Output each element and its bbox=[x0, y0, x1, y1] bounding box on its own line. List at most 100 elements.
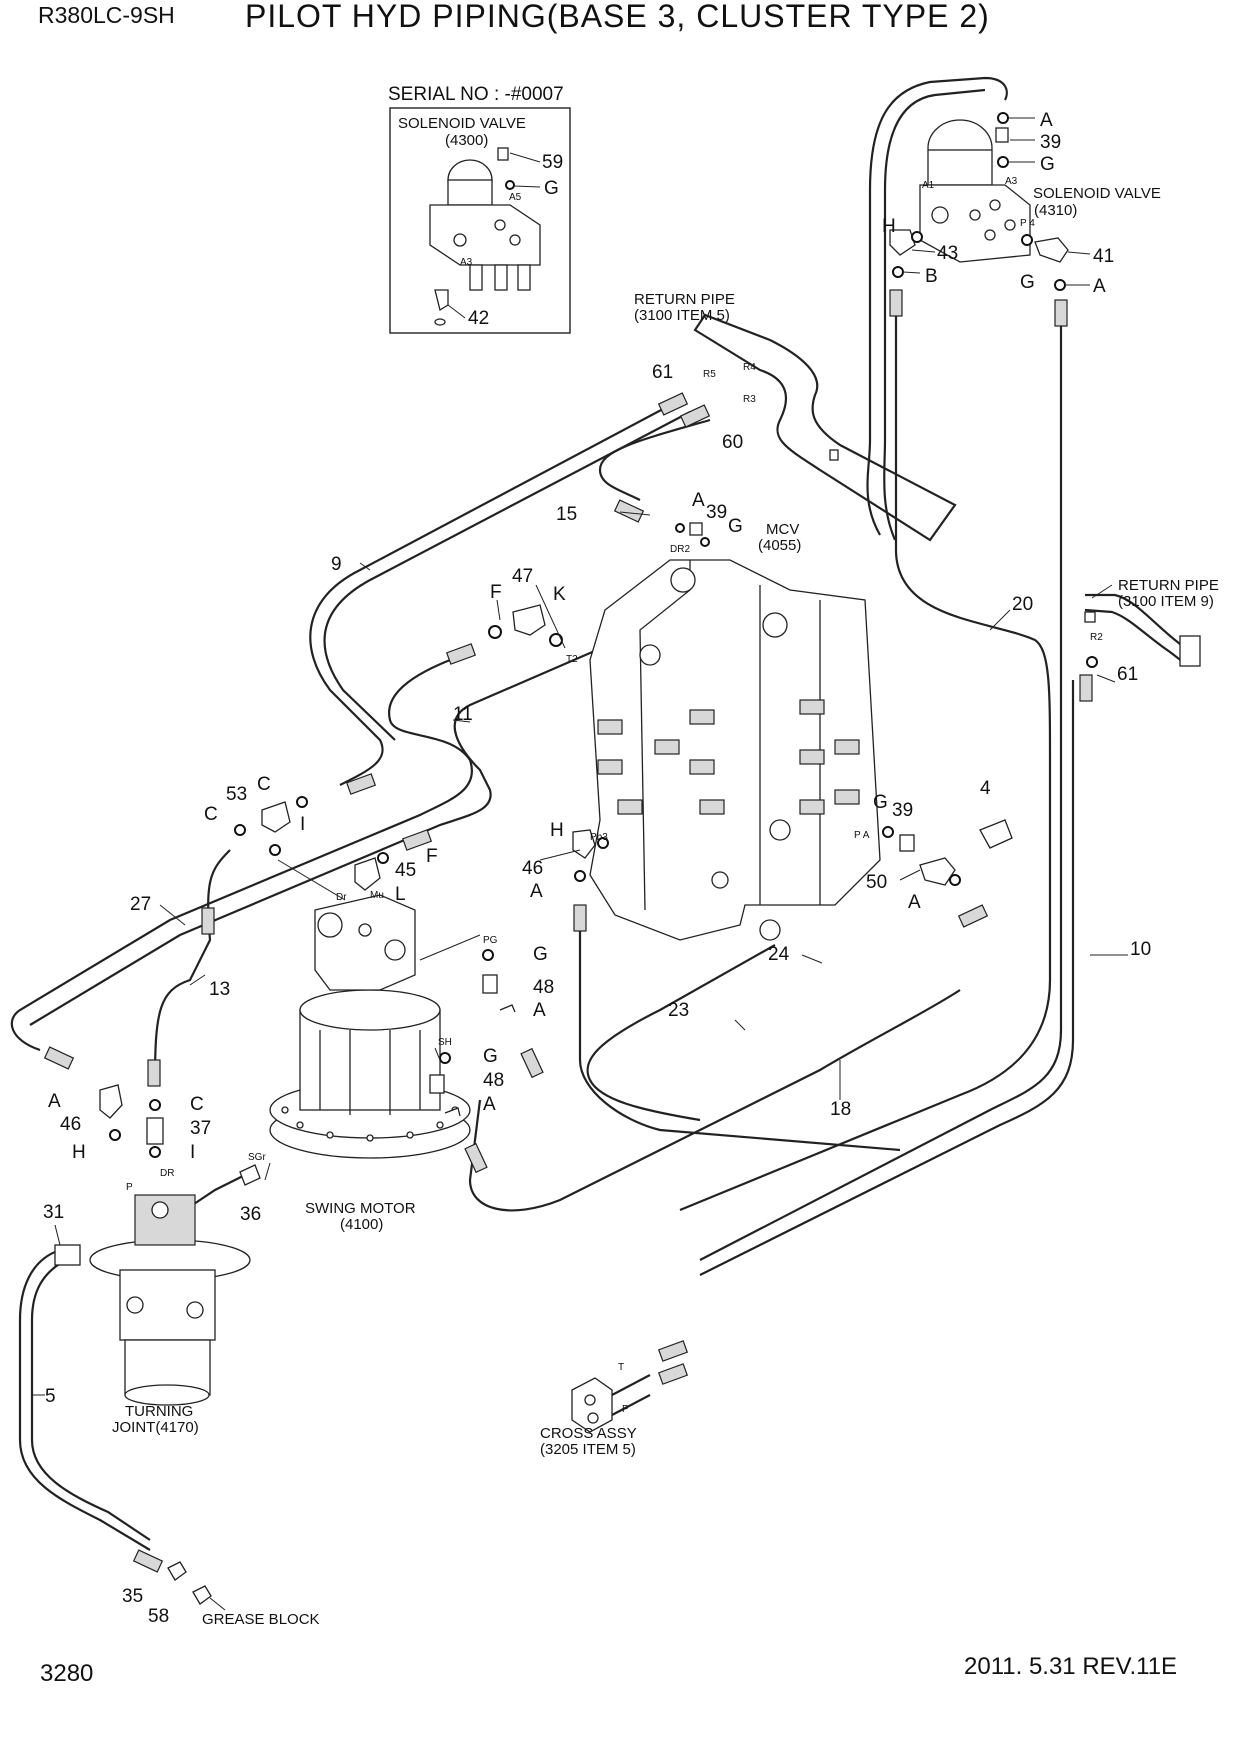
leader bbox=[1067, 251, 1091, 255]
port-r4: R4 bbox=[743, 362, 756, 373]
leader bbox=[911, 249, 936, 253]
callout-45: 45 bbox=[395, 860, 416, 881]
callout-27: 27 bbox=[130, 894, 151, 915]
callout-13: 13 bbox=[209, 979, 230, 1000]
ferrule bbox=[573, 904, 587, 932]
oring-f1 bbox=[488, 625, 502, 639]
hose-24 bbox=[586, 944, 776, 1122]
left-fittings bbox=[99, 1084, 261, 1186]
solenoid-valve-name: SOLENOID VALVE bbox=[1033, 185, 1161, 202]
oring-g2 bbox=[1021, 234, 1033, 246]
callout-58: 58 bbox=[148, 1606, 169, 1627]
port bbox=[1004, 219, 1016, 231]
mcv-spool-caps bbox=[597, 699, 860, 815]
hose-27 bbox=[29, 638, 621, 1026]
r2-fitting bbox=[1084, 611, 1096, 623]
spool-cap bbox=[689, 759, 715, 775]
leader bbox=[539, 849, 581, 861]
turning-joint-name: TURNING bbox=[125, 1403, 193, 1420]
callout-a2: A bbox=[1093, 276, 1106, 297]
callout-53: 53 bbox=[226, 784, 247, 805]
oring-a5 bbox=[949, 874, 961, 886]
oring-b bbox=[892, 266, 904, 278]
cross-assy-ref: (3205 ITEM 5) bbox=[540, 1441, 636, 1458]
hose-20-inner bbox=[883, 88, 986, 541]
callout-i1: I bbox=[300, 814, 305, 835]
callout-f2: F bbox=[426, 846, 438, 867]
hose-23 bbox=[578, 910, 901, 1152]
elbow-45 bbox=[354, 857, 381, 891]
port-pb3: Pb3 bbox=[590, 832, 608, 843]
mcv-port bbox=[759, 919, 781, 941]
inset-solenoid bbox=[517, 264, 531, 291]
callout-g2: G bbox=[1020, 272, 1035, 293]
joint-cap bbox=[134, 1194, 196, 1246]
return-pipe-2-ref: (3100 ITEM 9) bbox=[1118, 593, 1214, 610]
callout-h2: H bbox=[550, 820, 564, 841]
ferrule bbox=[132, 1549, 164, 1573]
oring-61b bbox=[1086, 656, 1098, 668]
leader bbox=[209, 1597, 226, 1611]
inset-accumulator-body bbox=[447, 179, 493, 206]
port-r3: R3 bbox=[743, 394, 756, 405]
component-labels: SOLENOID VALVE (4310) RETURN PIPE (3100 … bbox=[112, 185, 1219, 1628]
callout-46b: 46 bbox=[60, 1114, 81, 1135]
mcv-port bbox=[769, 819, 791, 841]
inset-elbow-42 bbox=[434, 289, 449, 312]
callout-35: 35 bbox=[122, 1586, 143, 1607]
spool-cap bbox=[834, 789, 860, 805]
hose-5 bbox=[18, 1248, 151, 1551]
fitting-48a bbox=[482, 974, 498, 994]
inset-port bbox=[509, 234, 521, 246]
port-p4: P 4 bbox=[1020, 218, 1035, 229]
leader bbox=[496, 599, 501, 621]
port-dr2: DR2 bbox=[670, 544, 690, 555]
leader bbox=[277, 859, 346, 901]
page-title: PILOT HYD PIPING(BASE 3, CLUSTER TYPE 2) bbox=[245, 0, 990, 34]
callout-60: 60 bbox=[722, 432, 743, 453]
plug-39b bbox=[689, 522, 703, 536]
ferrule bbox=[147, 1059, 161, 1087]
callout-46a: 46 bbox=[522, 858, 543, 879]
leader-11 bbox=[452, 719, 471, 723]
callout-h3: H bbox=[72, 1142, 86, 1163]
oring-f2 bbox=[377, 852, 389, 864]
oring-c3 bbox=[149, 1099, 161, 1111]
callout-a3: A bbox=[692, 490, 705, 511]
hose-fittings bbox=[43, 289, 1093, 1573]
callout-10: 10 bbox=[1130, 939, 1151, 960]
solenoid-valve-ref: (4310) bbox=[1034, 202, 1077, 219]
return-pipe-1-ref: (3100 ITEM 5) bbox=[634, 307, 730, 324]
elbow-46b bbox=[99, 1084, 123, 1119]
spool-cap bbox=[597, 719, 623, 735]
oring-k bbox=[549, 633, 563, 647]
bolt bbox=[296, 1121, 304, 1129]
callout-48a: 48 bbox=[533, 977, 554, 998]
ferrule bbox=[679, 404, 711, 428]
port bbox=[969, 209, 981, 221]
callout-f1: F bbox=[490, 582, 502, 603]
return-pipe-body bbox=[693, 313, 957, 542]
cross-port bbox=[584, 1394, 596, 1406]
oring-g5 bbox=[482, 949, 494, 961]
cross-hose bbox=[611, 1394, 651, 1416]
callout-9: 9 bbox=[331, 554, 342, 575]
callout-l: L bbox=[395, 884, 406, 905]
port bbox=[989, 199, 1001, 211]
oring-a4 bbox=[574, 870, 586, 882]
oring-h2 bbox=[597, 837, 609, 849]
callout-11: 11 bbox=[453, 704, 473, 725]
ferrule bbox=[201, 907, 215, 935]
callout-k: K bbox=[553, 584, 566, 605]
oring-a3 bbox=[675, 523, 685, 533]
leader bbox=[513, 185, 541, 188]
joint-port bbox=[151, 1201, 169, 1219]
oring-c1 bbox=[296, 796, 308, 808]
cross-assy-name: CROSS ASSY bbox=[540, 1425, 637, 1442]
inset-component-name: SOLENOID VALVE bbox=[398, 115, 526, 132]
callout-18: 18 bbox=[830, 1099, 851, 1120]
callout-23: 23 bbox=[668, 1000, 689, 1021]
callout-39b: 39 bbox=[706, 502, 727, 523]
